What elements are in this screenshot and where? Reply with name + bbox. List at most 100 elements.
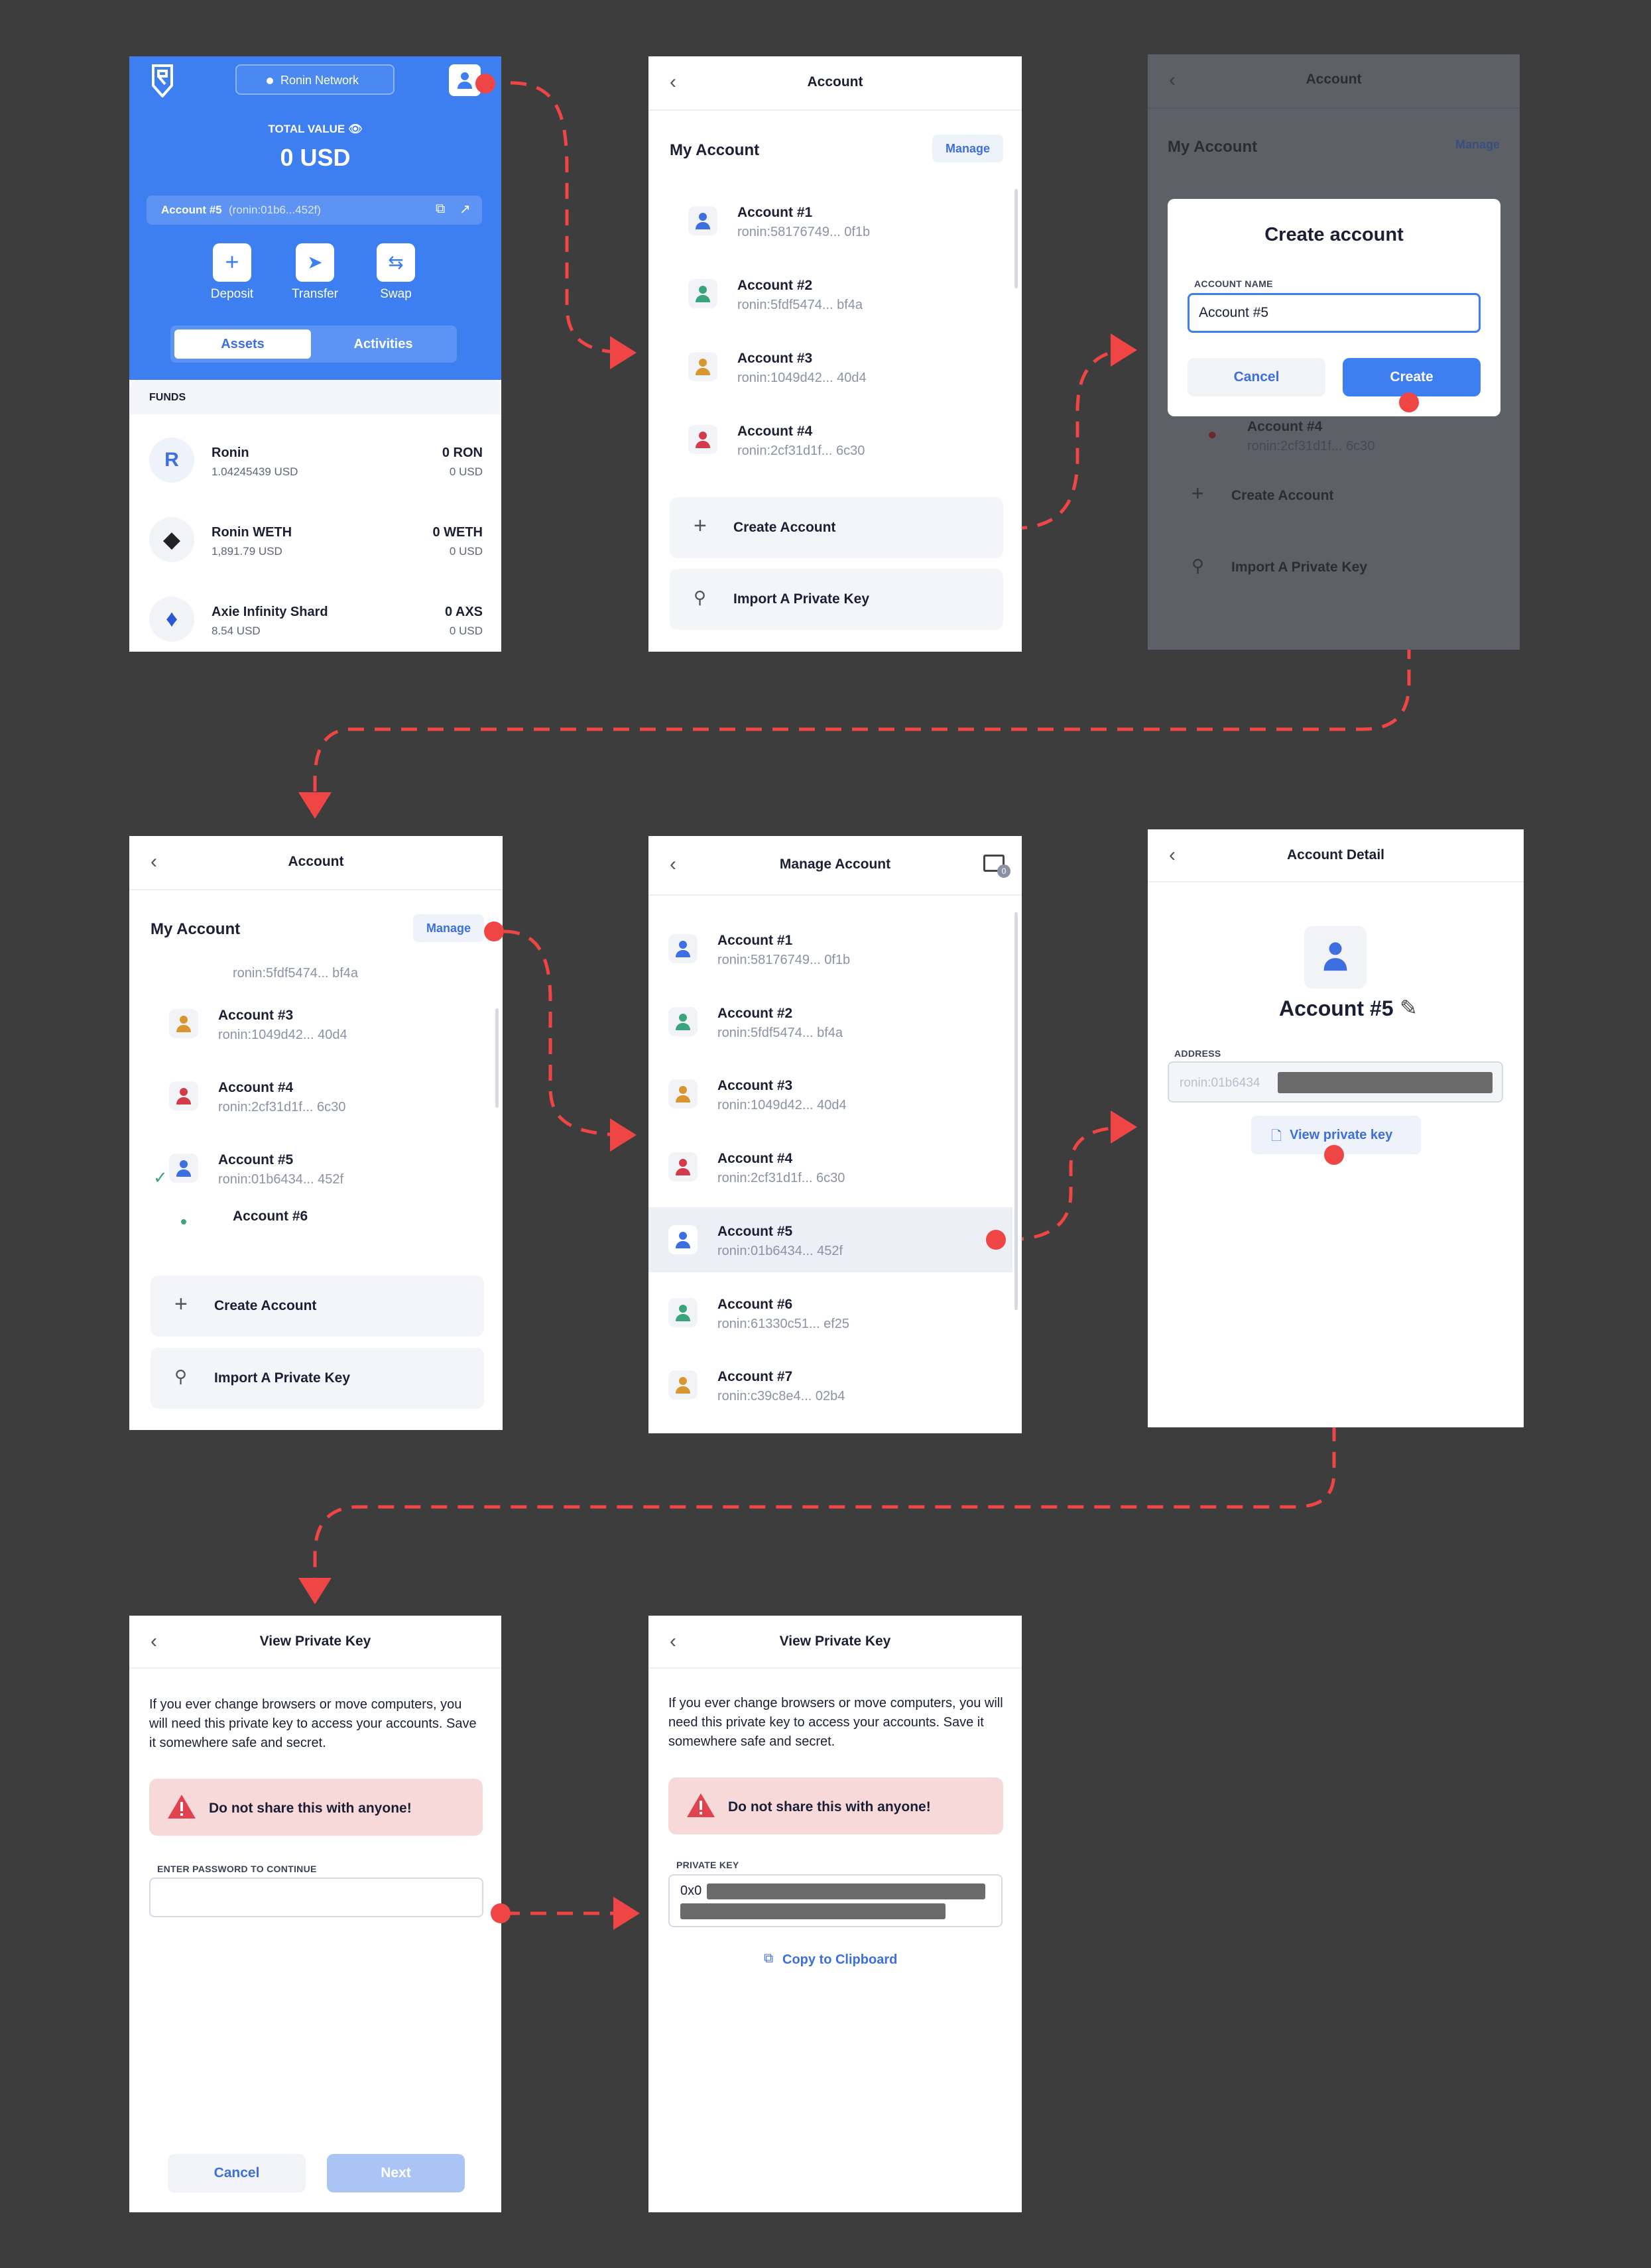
- ronin-coin-icon: R: [149, 438, 194, 483]
- back-icon[interactable]: ‹: [1169, 69, 1176, 91]
- create-account-button[interactable]: + Create Account: [670, 497, 1003, 558]
- plus-icon: +: [213, 243, 251, 282]
- address-field[interactable]: ronin:01b6434: [1168, 1061, 1503, 1103]
- cancel-button[interactable]: Cancel: [1188, 358, 1325, 396]
- account-item[interactable]: Account #4 ronin:2cf31d1f... 6c30: [169, 1064, 489, 1128]
- ronin-logo-icon[interactable]: [151, 64, 174, 97]
- account-address: ronin:1049d42... 40d4: [218, 1028, 347, 1042]
- dialog-title: Create account: [1264, 224, 1404, 245]
- asset-price: 8.54 USD: [212, 625, 261, 637]
- account-item[interactable]: Account #3 ronin:1049d42... 40d4: [169, 992, 489, 1055]
- private-key-field[interactable]: 0x0: [668, 1874, 1003, 1927]
- plus-icon: +: [174, 1291, 188, 1317]
- private-key-redacted: [680, 1903, 946, 1919]
- account-item[interactable]: Account #4 ronin:2cf31d1f... 6c30: [688, 408, 1009, 471]
- tab-activities[interactable]: Activities: [353, 337, 413, 351]
- account-address: ronin:1049d42... 40d4: [737, 371, 867, 385]
- device-icon[interactable]: 0: [983, 855, 1010, 878]
- create-button[interactable]: Create: [1343, 358, 1481, 396]
- account-name-input[interactable]: [1188, 293, 1481, 333]
- create-account-button[interactable]: + Create Account: [151, 1276, 484, 1337]
- address-redacted: [1278, 1072, 1493, 1093]
- password-input[interactable]: [149, 1878, 483, 1917]
- user-icon: [688, 279, 717, 308]
- back-icon[interactable]: ‹: [151, 851, 157, 872]
- eye-icon[interactable]: 👁: [348, 123, 363, 135]
- back-icon[interactable]: ‹: [670, 853, 676, 875]
- account-name: Account #7: [717, 1369, 793, 1384]
- plus-icon: +: [694, 513, 707, 538]
- asset-amount: 0 WETH: [432, 525, 483, 540]
- user-icon: [1323, 942, 1347, 971]
- network-selector[interactable]: Ronin Network: [235, 64, 395, 95]
- account-name: Account #4: [218, 1080, 294, 1095]
- account-item-selected[interactable]: Account #5 ronin:01b6434... 452f: [169, 1136, 489, 1200]
- account-name: Account #4: [717, 1151, 793, 1166]
- import-key-button[interactable]: ⚲ Import A Private Key: [670, 569, 1003, 630]
- header: ‹ View Private Key: [129, 1616, 501, 1669]
- account-name: Account #4: [737, 424, 813, 439]
- user-icon: [458, 72, 472, 89]
- manage-button[interactable]: Manage: [412, 914, 484, 942]
- account-screen: ‹ Account My Account Manage Account #1 r…: [648, 56, 1022, 652]
- back-icon[interactable]: ‹: [670, 1630, 676, 1652]
- page-title: Account: [807, 74, 863, 90]
- copy-to-clipboard-button[interactable]: ⧉ Copy to Clipboard: [764, 1946, 910, 1972]
- back-icon[interactable]: ‹: [151, 1630, 157, 1652]
- plus-icon: +: [1192, 481, 1204, 505]
- import-key-button[interactable]: ⚲ Import A Private Key: [151, 1348, 484, 1409]
- account-item[interactable]: Account #2 ronin:5fdf5474... bf4a: [688, 262, 1009, 326]
- scrollbar[interactable]: [495, 1008, 499, 1108]
- account-item[interactable]: Account #4 ronin:2cf31d1f... 6c30: [668, 1135, 1009, 1199]
- account-item[interactable]: Account #1 ronin:58176749... 0f1b: [668, 917, 1009, 981]
- asset-row[interactable]: ♦ Axie Infinity Shard 8.54 USD 0 AXS 0 U…: [129, 583, 501, 652]
- external-link-icon[interactable]: ↗: [459, 202, 471, 217]
- back-icon[interactable]: ‹: [1169, 844, 1176, 866]
- account-bar[interactable]: Account #5 (ronin:01b6...452f) ⧉ ↗: [147, 196, 482, 225]
- account-item-selected[interactable]: Account #5 ronin:01b6434... 452f: [668, 1208, 1009, 1272]
- deposit-action[interactable]: + Deposit: [209, 243, 255, 302]
- account-address: ronin:c39c8e4... 02b4: [717, 1389, 845, 1403]
- edit-icon[interactable]: ✎: [1400, 996, 1418, 1020]
- account-item[interactable]: Account #3 ronin:1049d42... 40d4: [688, 335, 1009, 398]
- account-detail-screen: ‹ Account Detail Account #5 ✎ ADDRESS ro…: [1148, 829, 1524, 1427]
- warning-text: Do not share this with anyone!: [728, 1799, 931, 1815]
- manage-button[interactable]: Manage: [1455, 138, 1500, 151]
- warning-icon: [168, 1795, 196, 1819]
- account-item[interactable]: Account #3 ronin:1049d42... 40d4: [668, 1062, 1009, 1126]
- asset-row[interactable]: ◆ Ronin WETH 1,891.79 USD 0 WETH 0 USD: [129, 504, 501, 577]
- cancel-button[interactable]: Cancel: [168, 2154, 306, 2192]
- account-address: ronin:58176749... 0f1b: [717, 953, 851, 967]
- account-item[interactable]: ● Account #4 ronin:2cf31d1f... 6c30: [1207, 419, 1473, 459]
- scrollbar[interactable]: [1014, 912, 1018, 1310]
- account-name-label: ACCOUNT NAME: [1194, 278, 1273, 289]
- key-icon: ⚲: [174, 1366, 188, 1386]
- manage-button[interactable]: Manage: [932, 135, 1003, 162]
- asset-row[interactable]: R Ronin 1.04245439 USD 0 RON 0 USD: [129, 424, 501, 497]
- import-key-label: Import A Private Key: [733, 591, 870, 607]
- page-title: Account Detail: [1286, 847, 1385, 863]
- create-account-row[interactable]: + Create Account: [1168, 479, 1500, 518]
- swap-action[interactable]: ⇆ Swap: [373, 243, 419, 302]
- account-item[interactable]: Account #6 ronin:61330c51... ef25: [668, 1281, 1009, 1344]
- account-item[interactable]: Account #1 ronin:58176749... 0f1b: [688, 189, 1009, 253]
- transfer-action[interactable]: ➤ Transfer: [286, 243, 343, 302]
- tab-assets[interactable]: Assets: [174, 329, 311, 359]
- user-icon: [169, 1009, 198, 1038]
- account-item[interactable]: Account #7 ronin:c39c8e4... 02b4: [668, 1353, 1009, 1417]
- import-key-row[interactable]: ⚲ Import A Private Key: [1168, 550, 1500, 590]
- user-icon: [668, 1079, 698, 1108]
- account-name: Account #1: [737, 205, 813, 220]
- scrollbar[interactable]: [1014, 189, 1018, 288]
- asset-usd: 0 USD: [449, 465, 483, 478]
- copy-icon[interactable]: ⧉: [436, 202, 446, 216]
- back-icon[interactable]: ‹: [670, 71, 676, 93]
- warning-banner: Do not share this with anyone!: [149, 1779, 483, 1836]
- page-title: Manage Account: [779, 857, 891, 872]
- swap-label: Swap: [380, 287, 412, 301]
- copy-label: Copy to Clipboard: [782, 1952, 898, 1967]
- account-name: Account #5: [717, 1224, 793, 1239]
- account-item[interactable]: Account #6: [169, 1202, 489, 1242]
- next-button[interactable]: Next: [327, 2154, 465, 2192]
- account-item[interactable]: Account #2 ronin:5fdf5474... bf4a: [668, 990, 1009, 1053]
